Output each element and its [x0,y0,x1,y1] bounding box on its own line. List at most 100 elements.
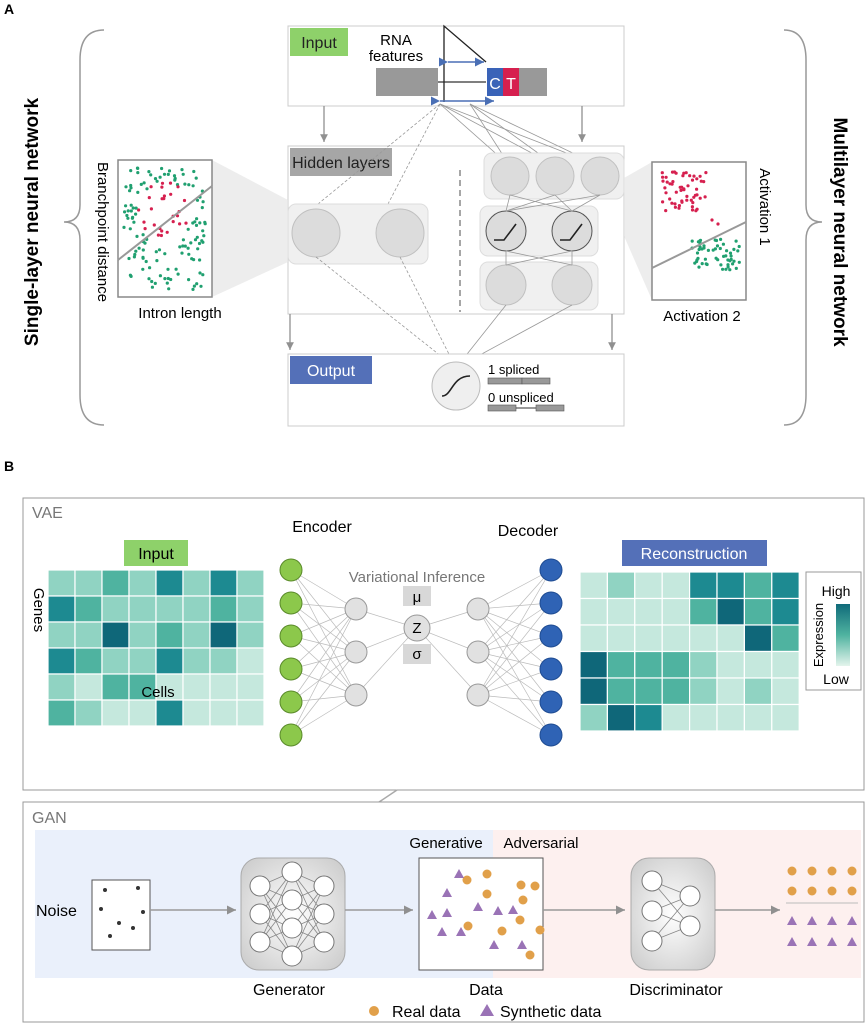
scatter-point [141,267,145,271]
reconstruction-label: Reconstruction [641,546,748,563]
scatter-point [722,254,726,258]
scatter-point [143,227,147,231]
scatter-point [178,222,182,226]
scatter-point [153,281,157,285]
scatter-point [671,180,675,184]
scatter-point [168,181,173,185]
scatter-point [155,179,159,183]
heatmap-cell [209,647,238,675]
rna-features-line1: RNA [380,32,412,49]
heatmap-cell [101,699,130,727]
scatter-point [145,187,149,191]
heatmap-cell [155,621,184,649]
scatter-point [202,234,206,238]
scatter-point [685,198,689,202]
heatmap-cell [716,624,745,653]
scatter-point [124,204,128,208]
scatter-point [129,183,133,188]
scatter-point [166,172,170,176]
encoder-node [279,723,303,747]
scatter-point [726,265,730,269]
scatter-point [178,245,182,249]
real-data-point [535,925,545,935]
ml-connections [505,194,601,266]
reconstruction-tag [622,540,767,566]
scatter-point [186,227,190,231]
scatter-point [734,266,738,270]
synthetic-data-point [442,908,452,917]
synthetic-data-point [807,916,817,925]
scatter-point [721,242,726,246]
scatter-point [680,185,684,189]
scatter-point [165,281,169,285]
decoder-node [539,690,563,714]
scatter-point [695,177,699,181]
real-data-point [518,895,528,905]
scatter-point [664,175,668,179]
output-tag [290,356,372,384]
heatmap-cell [236,569,265,597]
scatter-point [141,248,145,252]
data-points [427,869,545,960]
scatter-point [668,182,672,186]
scatter-point [160,229,164,233]
ml-l1-node-2 [535,156,575,196]
generator-label: Generator [253,982,326,999]
scatter-point [201,200,205,204]
right-projection [624,162,652,300]
noise-label: Noise [36,903,77,920]
scatter-point [148,266,152,270]
heatmap-cell [128,699,157,727]
decoder-node [539,657,563,681]
heatmap-cell [47,595,76,623]
scatter-point [195,217,199,221]
scatter-point [729,257,733,261]
panel-a-label: A [4,1,14,17]
scatter-point [152,223,156,227]
heatmap-cell [606,597,636,626]
noise-points [99,886,145,938]
cells-label: Cells [141,684,174,701]
output-sigmoid-node [431,361,481,411]
decoder-label: Decoder [498,523,559,540]
scatter-point [130,216,134,220]
input-heatmap [47,569,265,727]
scatter-point [142,220,146,224]
scatter-point [195,282,199,286]
scatter-point [162,172,167,176]
network-node [249,931,271,953]
right-plot-xlabel: Activation 2 [663,308,741,325]
network-node [281,945,303,967]
heatmap-cell [209,621,238,649]
scatter-point [163,252,167,256]
heatmap-cell [182,699,211,727]
hidden-node [344,683,368,707]
scatter-point [734,239,738,243]
scatter-point [201,273,205,277]
heatmap-cell [688,650,718,679]
synthetic-data-point [493,906,503,915]
scatter-point [736,249,740,253]
encoder-node [279,558,303,582]
scatter-point [661,200,665,204]
network-node [313,903,335,925]
heatmap-cell [236,699,265,727]
scatter-point [160,185,164,189]
scatter-point [160,197,164,201]
heatmap-cell [182,569,211,597]
scatter-point [124,185,128,189]
decoder-node [539,591,563,615]
spliced-exon-2 [521,377,551,385]
scatter-point [127,256,131,261]
synthetic-data-point [427,910,437,919]
scatter-point [153,177,158,181]
scatter-point [192,169,196,174]
scatter-point [141,233,145,237]
heatmap-cell [606,677,636,706]
synthetic-data-legend-label: Synthetic data [500,1004,602,1021]
heatmap-cell [74,673,103,701]
synthetic-data-legend-icon [480,1004,494,1016]
heatmap-cell [716,597,745,626]
real-data-point [827,886,837,896]
ml-l3-node-1 [485,264,527,306]
